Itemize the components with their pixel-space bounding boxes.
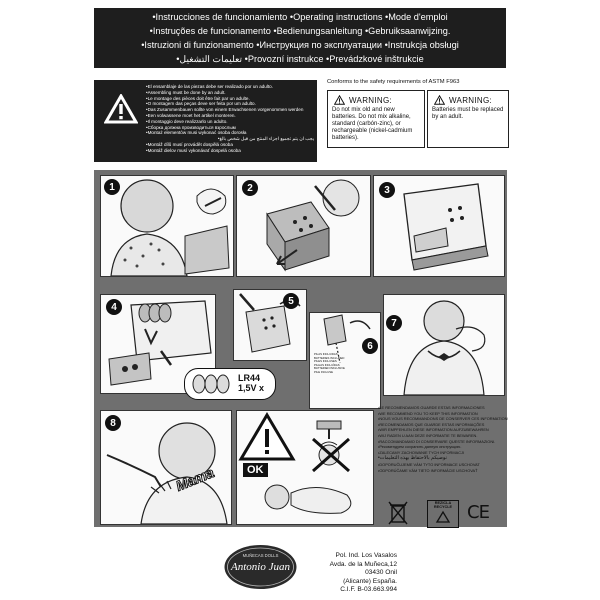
card-line: PILAS INCLUIDAS [314,352,338,356]
step-number: 5 [283,293,299,309]
battery-box-open-illustration [266,179,360,272]
keep-line: •نوصيكم بالاحتفاظ بهذه التعليمات [378,455,447,462]
step-8-illustration: Mama 8 [100,410,232,525]
step-number: 4 [106,299,122,315]
step-4-illustration: 4 [100,294,216,394]
assembly-warning-list: •El ensamblaje de las piezas debe ser re… [146,84,314,154]
battery-cells-icon [192,374,230,394]
keep-line: •ODPORÚČAME VÁM TIETO INFORMÁCIE USCHOVA… [378,467,478,473]
step-2-illustration: 2 [236,175,371,277]
address-line: C.I.F. B-03.663.994 [340,586,397,594]
step-5-illustration: 5 [233,289,307,361]
screwdriver-closing-illustration [239,293,301,353]
warning-triangle-icon [334,95,345,105]
warning-heading: WARNING: [349,95,392,105]
card-line: PILES INCLUSES [314,359,337,364]
assembly-warning-line: •Сборка должна производиться взрослым [146,124,236,130]
keep-line: •ZALECAMY ZACHOWANIE TYCH INFORMACJI [378,449,465,455]
warning-heading: WARNING: [449,95,492,105]
warning-triangle-icon [434,95,445,105]
title-line: •Istruzioni di funzionamento •Инструкция… [141,40,459,50]
assembly-warning-line: •Assembling must be done by an adult. [146,89,226,95]
keep-line: •WIJ RADEN U AAN DEZE INFORMATIE TE BEWA… [378,432,478,438]
battery-box-closed-illustration [403,183,489,271]
address-line: Avda. de la Muñeca,12 [329,560,397,568]
step-number: 3 [379,182,395,198]
doll-dress-tie-illustration [403,300,486,395]
title-line: •تعليمات التشغيل •Provozní instrukce •Pr… [176,54,424,64]
step-7-illustration: 7 [383,294,505,396]
keep-information-notice: •LE RECOMENDAMOS GUARDE ESTAS INFORMACIO… [378,405,508,474]
tag-removal-illustration [323,314,371,364]
astm-conformity-text: Conforms to the safety requirements of A… [327,79,460,85]
keep-line: •Рекомендуем сохранить данную инструкцию… [378,444,462,450]
title-banner: •Instrucciones de funcionamiento •Operat… [94,8,506,68]
brand-tagline: MUÑECAS DOLLS [242,553,279,558]
assembly-warning-panel: •El ensamblaje de las piezas debe ser re… [94,80,317,162]
no-water-illustration [238,412,352,514]
step-number: 8 [105,415,121,431]
recycle-label: REZICLA RECYCLE [433,501,453,510]
battery-insert-illustration [108,300,212,386]
step-1-illustration: 1 [100,175,234,277]
battery-adult-warning: WARNING: Batteries must be replaced by a… [427,90,509,148]
address-line: 03430 Onil [365,569,397,577]
keep-line: •RACCOMANDIAMO DI CONSERVARE QUESTE INFO… [378,438,496,444]
assembly-warning-line: •Montáž dílů musí provádět dospělá osoba [146,141,233,147]
company-address: Pol. Ind. Los Vasalos Avda. de la Muñeca… [307,552,397,595]
keep-line: •LE RECOMENDAMOS GUARDE ESTAS INFORMACIO… [378,405,485,410]
crossed-bin-icon [388,501,408,525]
step-number: 1 [104,179,120,195]
keep-line: •WIR EMPFEHLEN DIESE INFORMATION AUFZUBE… [378,427,489,433]
assembly-warning-line: •Montáž dielov musí vykonávať dospelá os… [146,147,241,153]
address-line: Pol. Ind. Los Vasalos [335,552,397,559]
keep-line: •NOUS VOUS RECOMMANDONS DE CONSERVER CES… [378,416,508,422]
battery-model: LR44 [238,373,261,383]
address-line: (Alicante) España. [343,577,397,585]
assembly-warning-line: •Le montage des pièces doit être fait pa… [146,95,250,101]
warning-triangle-icon [104,94,138,124]
step-6-illustration: PILAS INCLUIDAS BATTERIES INCLUDED PILES… [309,312,381,409]
keep-line: •WE RECOMMEND YOU TO KEEP THIS INFORMATI… [378,410,478,416]
doll-torso-illustration [110,179,230,276]
brand-name: Antonio Juan [231,561,290,573]
title-line: •Instruções de funcionamento •Bedienungs… [149,26,451,36]
step-number: 6 [362,338,378,354]
assembly-warning-line: •El ensamblaje de las piezas debe ser re… [146,84,273,89]
brand-logo-emblem [224,545,297,589]
assembly-warning-line: •Il montaggio deve realizzarlo un adulto… [146,118,228,124]
assembly-warning-line: •Een volwassene moet het artikel montere… [146,112,236,118]
battery-type-indicator: LR44 1,5V x [184,368,276,400]
warning-text: Batteries must be replaced by an adult. [432,107,504,120]
card-line: PILE INCLUSE [314,369,333,374]
water-safety-illustration: OK [236,410,374,525]
battery-type-label: LR44 1,5V x [238,373,264,393]
step-number: 2 [242,180,258,196]
title-line: •Instrucciones de funcionamiento •Operat… [152,12,448,22]
battery-voltage: 1,5V x [238,383,265,393]
card-line: BATTERIEN INKLUSIVE [314,366,345,371]
ce-mark: CE [467,502,490,523]
step-number: 7 [386,315,402,331]
ok-badge: OK [243,463,268,477]
warning-text: Do not mix old and new batteries. Do not… [332,107,413,141]
assembly-warning-line: •Das Zusammenbauen sollte von einem Erwa… [146,107,304,113]
recycle-icon [435,510,451,523]
card-line: PILHAS INCLUÍDAS [314,362,340,367]
keep-line: •RECOMENDAMOS QUE GUARDE ESTAS INFORMAÇÕ… [378,421,485,427]
recycle-badge: REZICLA RECYCLE [427,500,459,528]
battery-mix-warning: WARNING: Do not mix old and new batterie… [327,90,425,148]
doll-press-illustration [106,422,228,524]
keep-line: •DOPORUČUJEME VÁM TYTO INFORMACE USCHOVA… [378,462,480,468]
assembly-warning-line: •O montagem das peças deve ser feita por… [146,101,256,107]
assembly-warning-line: •يجب أن يتم تجميع أجزاء المنتج من قبل شخ… [217,136,314,142]
step-3-illustration: 3 [373,175,505,277]
brand-logo: MUÑECAS DOLLS Antonio Juan [222,543,299,591]
card-line: BATTERIES INCLUDED [314,355,345,360]
battery-card: PILAS INCLUIDAS BATTERIES INCLUDED PILES… [314,352,374,375]
assembly-warning-line: •Montaż elementów musi wykonać osoba dor… [146,130,247,136]
